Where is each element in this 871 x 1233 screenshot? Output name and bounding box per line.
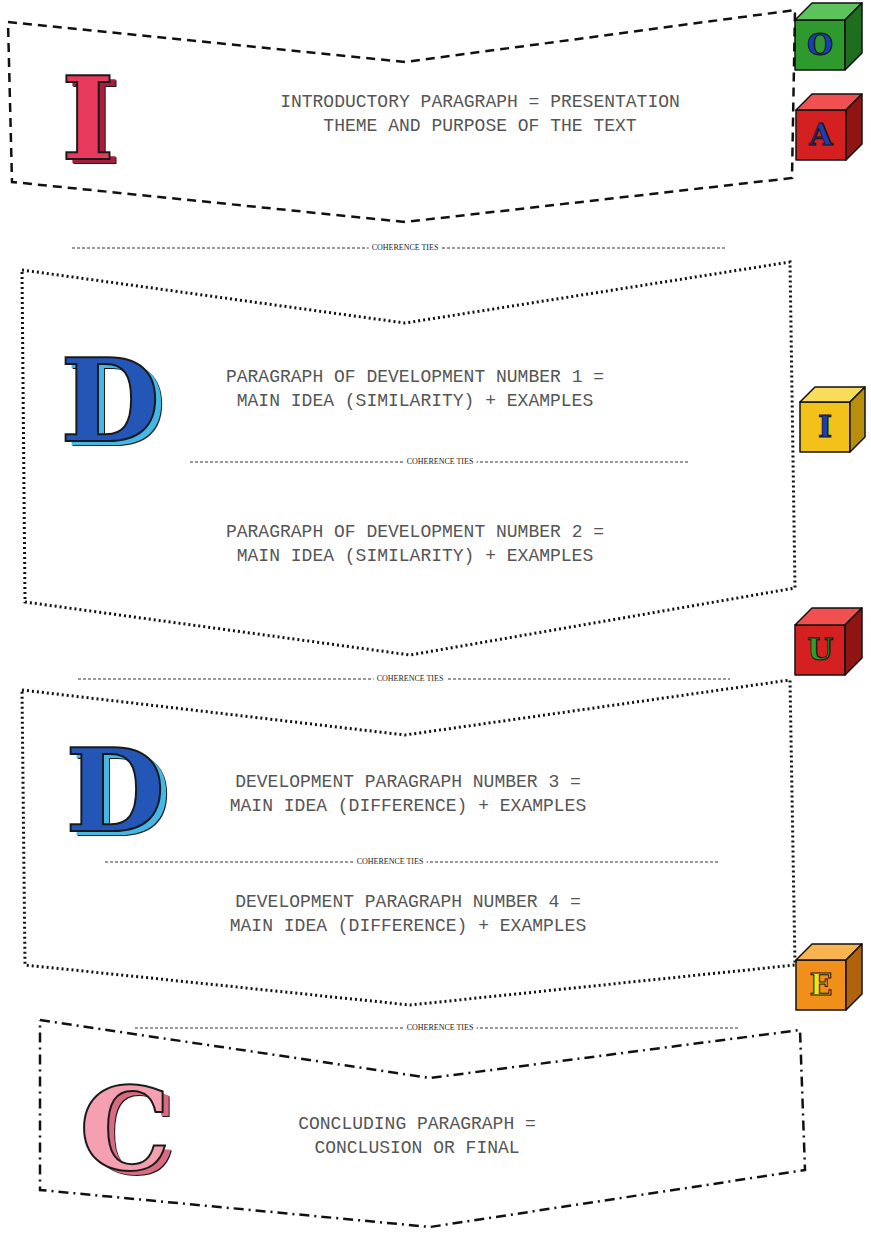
coherence-label: COHERENCE TIES: [354, 857, 427, 867]
coherence-label: COHERENCE TIES: [374, 674, 447, 684]
cartoon-letter: I: [61, 61, 115, 176]
toy-block: [795, 3, 862, 70]
toy-block: [796, 944, 862, 1010]
paragraph-text: DEVELOPMENT PARAGRAPH NUMBER 3 = MAIN ID…: [218, 770, 598, 819]
block-letter: O: [807, 30, 833, 60]
toy-block: [796, 94, 862, 160]
outline-path: [22, 262, 795, 655]
paragraph-text: PARAGRAPH OF DEVELOPMENT NUMBER 2 = MAIN…: [210, 520, 620, 569]
coherence-label: COHERENCE TIES: [369, 243, 442, 253]
block-letter: U: [807, 635, 833, 665]
coherence-lines: [72, 248, 740, 1028]
block-letter: I: [818, 412, 832, 442]
cartoon-letter: C: [79, 1071, 171, 1186]
toy-block: [795, 608, 862, 675]
section-outline: INTRODUCTORY PARAGRAPH = PRESENTATION TH…: [5, 5, 805, 230]
paragraph-text: PARAGRAPH OF DEVELOPMENT NUMBER 1 = MAIN…: [210, 365, 620, 414]
toy-block: [800, 387, 865, 452]
paragraph-text: CONCLUDING PARAGRAPH = CONCLUSION OR FIN…: [287, 1112, 547, 1161]
coherence-label: COHERENCE TIES: [404, 1023, 477, 1033]
outline-path: [8, 10, 795, 222]
outline-path: [22, 680, 795, 1005]
outline-path: [40, 1020, 805, 1227]
paragraph-text: INTRODUCTORY PARAGRAPH = PRESENTATION TH…: [250, 90, 710, 139]
paragraph-text: DEVELOPMENT PARAGRAPH NUMBER 4 = MAIN ID…: [218, 890, 598, 939]
cartoon-letter: D: [65, 733, 165, 848]
block-letter: E: [810, 970, 833, 1000]
cartoon-letter: D: [60, 343, 160, 458]
coherence-label: COHERENCE TIES: [404, 457, 477, 467]
block-letter: A: [809, 120, 832, 150]
